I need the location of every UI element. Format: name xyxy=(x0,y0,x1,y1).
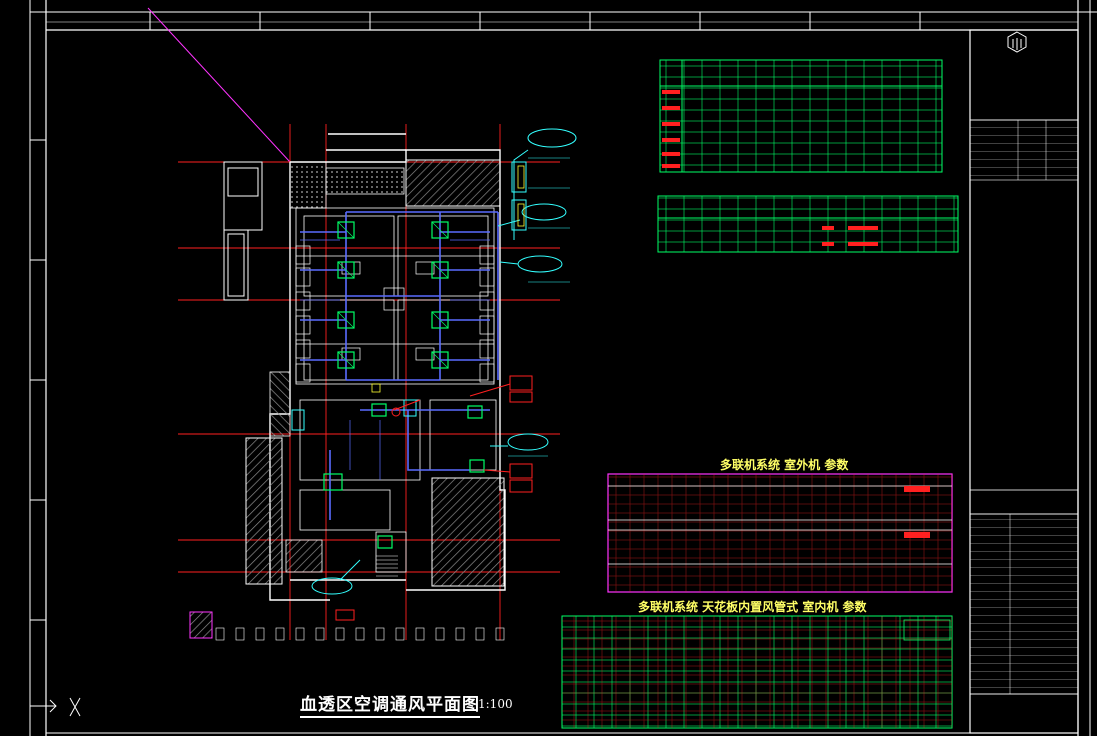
indoor-units xyxy=(323,221,485,549)
title-block xyxy=(969,29,1079,734)
duct-thin xyxy=(300,239,490,480)
magenta-block xyxy=(189,611,213,639)
leader-line-magenta xyxy=(147,7,291,163)
hatched-rooms xyxy=(245,159,505,587)
air-side-red-ids xyxy=(662,90,680,168)
indoor-unit-table xyxy=(561,615,953,729)
outdoor-unit-table xyxy=(607,473,953,593)
stair-symbol xyxy=(376,555,398,577)
yellow-details xyxy=(371,165,525,393)
cyan-annotations xyxy=(291,128,577,595)
fresh-air-table xyxy=(657,195,959,253)
left-annex xyxy=(223,161,263,301)
cyan-leader-text xyxy=(508,157,570,457)
ucs-icon xyxy=(30,697,81,717)
frame-ticks xyxy=(30,12,921,621)
air-side-table xyxy=(659,59,943,173)
company-logo xyxy=(1007,31,1027,53)
axis-bubbles xyxy=(215,627,505,641)
drawing-scale: 1:100 xyxy=(478,697,513,711)
indoor-table-title: 多联机系统 天花板内置风管式 室内机 参数 xyxy=(638,600,867,614)
outdoor-table-title: 多联机系统 室外机 参数 xyxy=(720,458,849,472)
red-annotations xyxy=(335,375,533,621)
fresh-air-red-values xyxy=(822,226,878,246)
unit-inner-marks xyxy=(337,221,449,369)
drawing-title: 血透区空调通风平面图 xyxy=(300,690,480,718)
